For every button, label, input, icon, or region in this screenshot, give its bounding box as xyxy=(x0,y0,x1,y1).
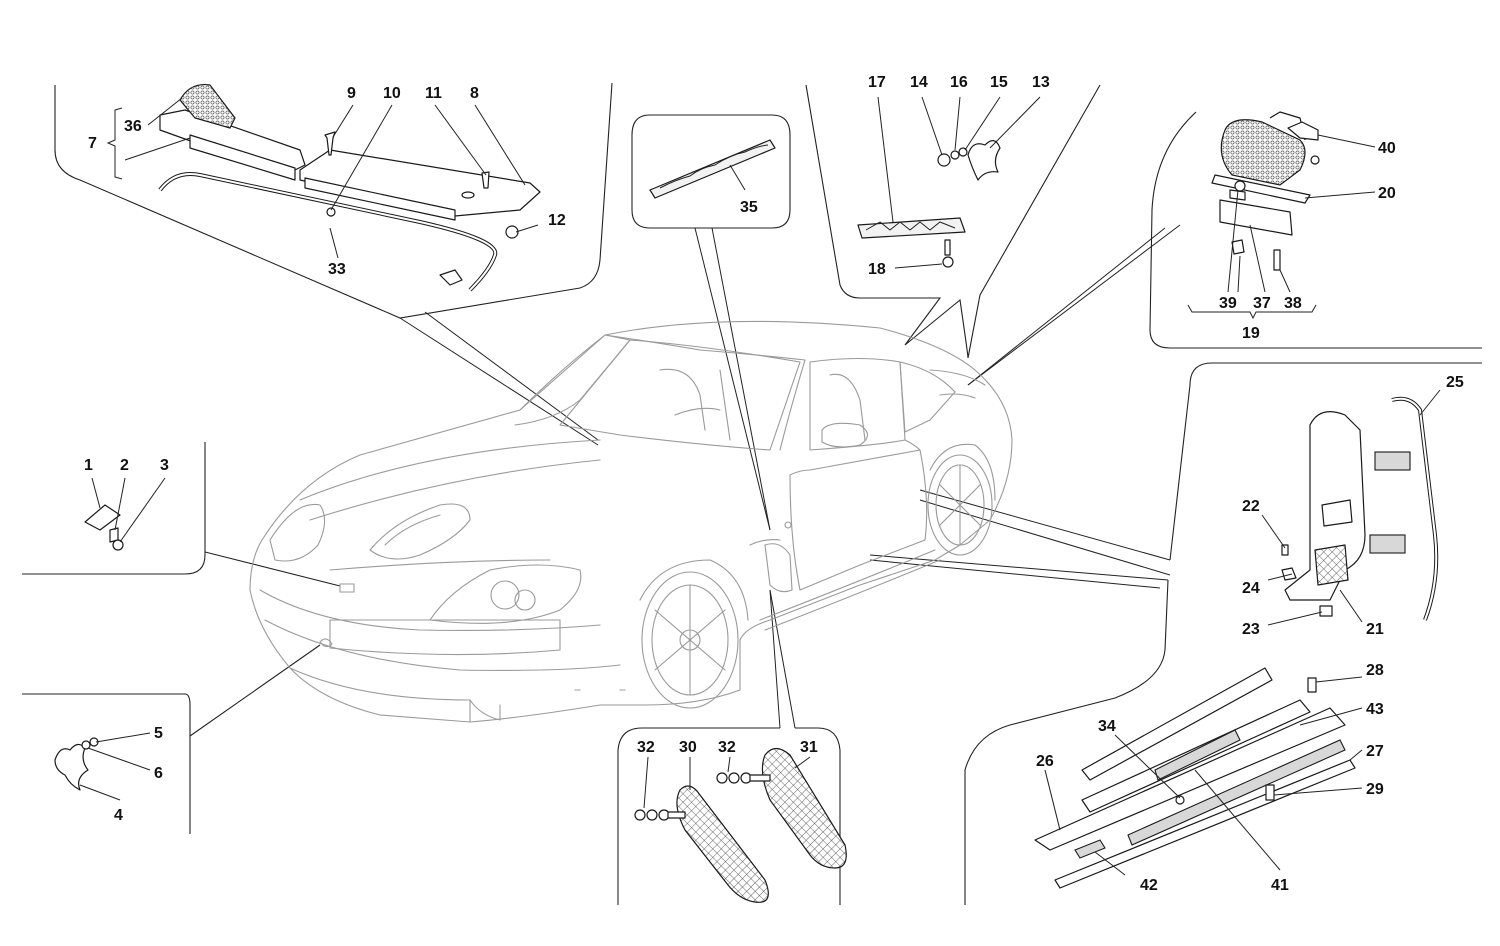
label-4: 4 xyxy=(114,807,123,824)
frame-horse xyxy=(22,644,321,834)
label-35: 35 xyxy=(740,199,758,216)
sill-plates-part xyxy=(1034,667,1363,889)
frame-front-badge xyxy=(22,442,341,587)
side-grilles-part xyxy=(634,747,847,903)
label-41: 41 xyxy=(1271,877,1289,894)
label-42: 42 xyxy=(1140,877,1158,894)
label-16: 16 xyxy=(950,74,968,91)
frame-grilles xyxy=(617,727,841,905)
frame-rear-badges xyxy=(805,84,1101,359)
label-13: 13 xyxy=(1032,74,1050,91)
callout-frames xyxy=(22,82,1482,905)
pointer-lines xyxy=(399,224,1181,729)
frame-sills xyxy=(964,579,1169,905)
vent-assembly-part xyxy=(1187,111,1376,320)
label-24: 24 xyxy=(1242,580,1260,597)
label-7: 7 xyxy=(88,135,97,152)
label-19: 19 xyxy=(1242,325,1260,342)
label-32-left: 32 xyxy=(637,739,655,756)
label-38: 38 xyxy=(1284,295,1302,312)
label-21: 21 xyxy=(1366,621,1384,638)
cowl-panel-part xyxy=(106,83,541,292)
label-3: 3 xyxy=(160,457,169,474)
label-32-right: 32 xyxy=(718,739,736,756)
label-18: 18 xyxy=(868,261,886,278)
label-5: 5 xyxy=(154,725,163,742)
label-9: 9 xyxy=(347,85,356,102)
label-14: 14 xyxy=(910,74,928,91)
label-37: 37 xyxy=(1253,295,1271,312)
label-15: 15 xyxy=(990,74,1008,91)
frame-pillar xyxy=(1169,362,1482,561)
frame-vent xyxy=(1149,111,1482,349)
label-11: 11 xyxy=(425,85,442,102)
callout-labels: 1 2 3 4 5 6 7 8 9 10 11 12 13 14 15 16 1… xyxy=(84,74,1464,894)
label-6: 6 xyxy=(154,765,163,782)
label-36: 36 xyxy=(124,118,142,135)
label-28: 28 xyxy=(1366,662,1384,679)
label-31: 31 xyxy=(800,739,818,756)
label-43: 43 xyxy=(1366,701,1384,718)
label-23: 23 xyxy=(1242,621,1260,638)
label-30: 30 xyxy=(679,739,697,756)
label-12: 12 xyxy=(548,212,566,229)
label-2: 2 xyxy=(120,457,129,474)
car-outline xyxy=(249,320,1013,723)
label-20: 20 xyxy=(1378,185,1396,202)
label-40: 40 xyxy=(1378,140,1396,157)
label-25: 25 xyxy=(1446,374,1464,391)
frame-pininfarina xyxy=(631,114,791,229)
label-26: 26 xyxy=(1036,753,1054,770)
label-39: 39 xyxy=(1219,295,1237,312)
label-29: 29 xyxy=(1366,781,1384,798)
label-17: 17 xyxy=(868,74,886,91)
pininfarina-badge-part xyxy=(649,139,776,199)
label-1: 1 xyxy=(84,457,93,474)
label-34: 34 xyxy=(1098,718,1116,735)
horse-badge-part xyxy=(54,732,151,801)
pillar-trim-part xyxy=(1261,389,1441,626)
rear-badges-part xyxy=(857,96,1041,269)
label-27: 27 xyxy=(1366,743,1384,760)
label-22: 22 xyxy=(1242,498,1260,515)
label-33: 33 xyxy=(328,261,346,278)
label-8: 8 xyxy=(470,85,479,102)
label-10: 10 xyxy=(383,85,401,102)
front-badge-part xyxy=(84,477,166,551)
